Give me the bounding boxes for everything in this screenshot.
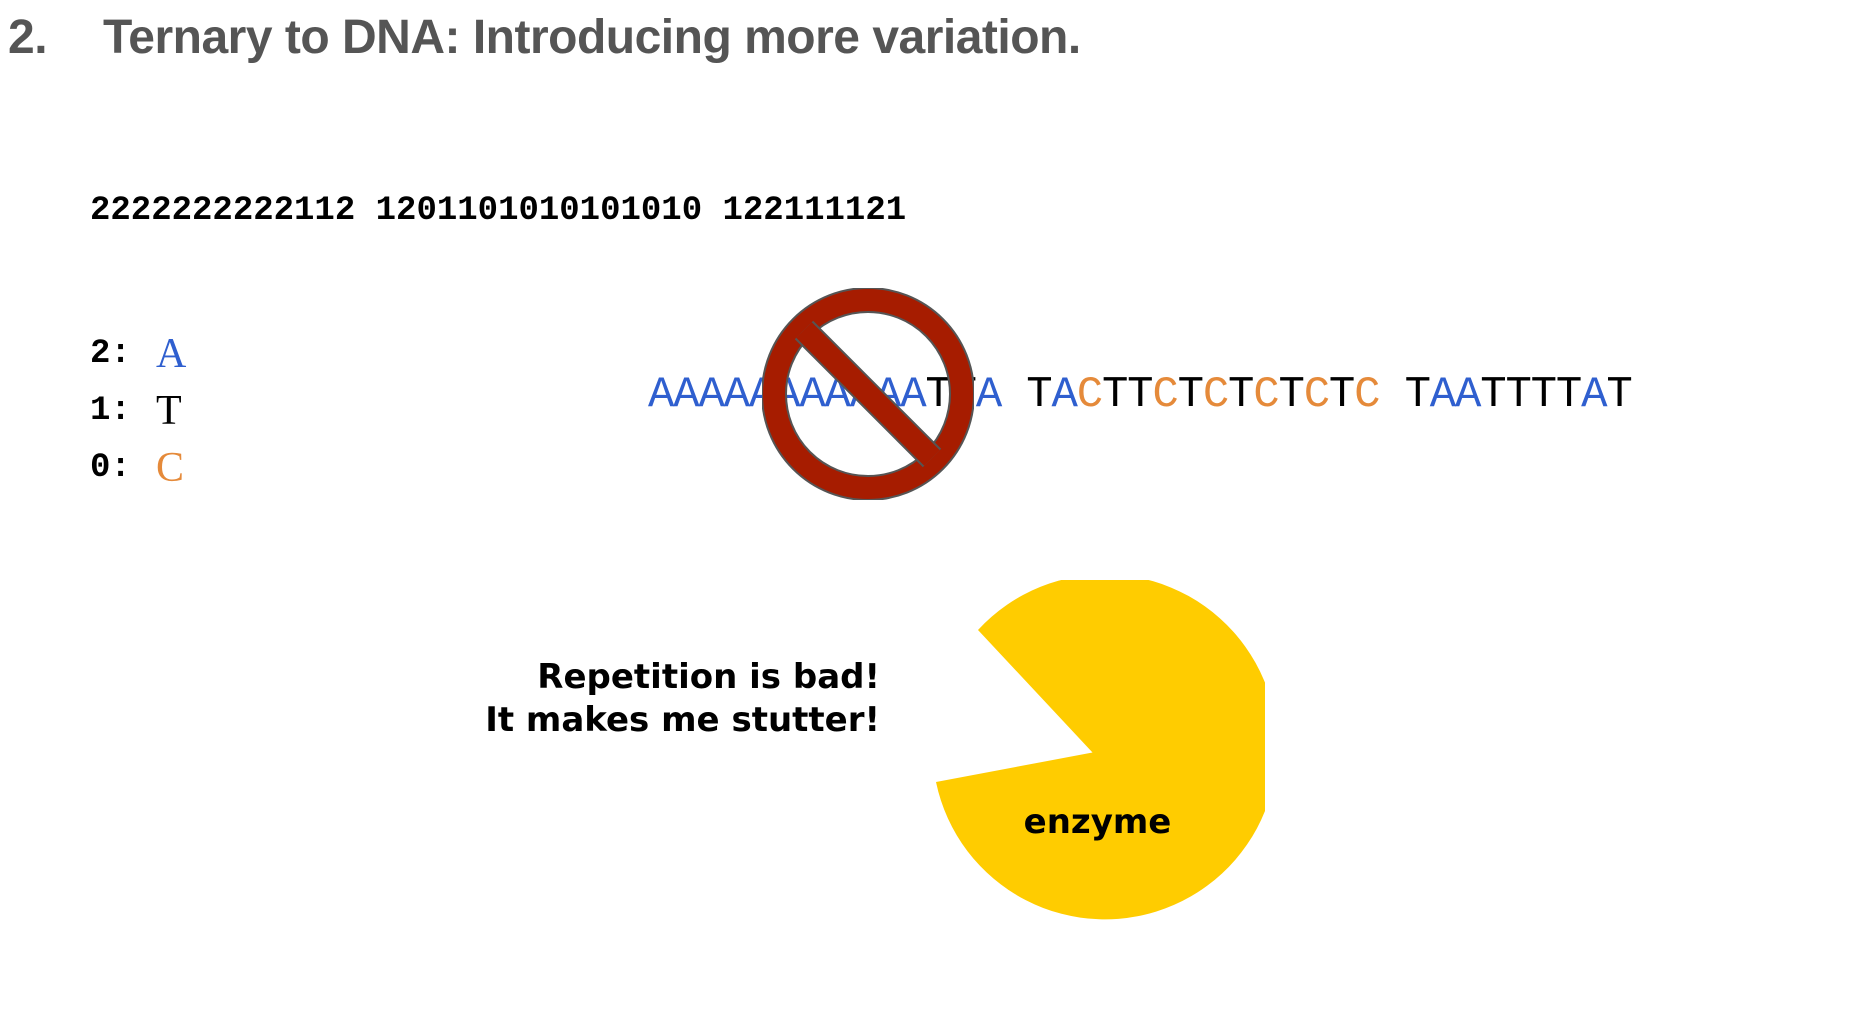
slide-title: 2. Ternary to DNA: Introducing more varia… [8, 10, 1081, 65]
legend-digit: 0: [90, 448, 131, 487]
speech-text: Repetition is bad! It makes me stutter! [440, 656, 880, 742]
dna-base: A [900, 370, 926, 420]
dna-base: T [1127, 370, 1153, 420]
dna-base: A [723, 370, 750, 420]
dna-base: A [1581, 370, 1607, 420]
dna-space [1001, 370, 1026, 420]
prohibition-icon [762, 288, 974, 500]
dna-base: T [1228, 370, 1254, 420]
legend-digit: 2: [90, 334, 131, 373]
dna-base: C [1303, 370, 1330, 420]
legend-digit: 1: [90, 391, 131, 430]
legend-base: C [156, 444, 185, 491]
slide-number: 2. [8, 11, 48, 64]
dna-base: C [1076, 370, 1103, 420]
dna-base: C [1354, 370, 1380, 420]
dna-base: A [975, 370, 1002, 420]
dna-space [1379, 370, 1404, 420]
dna-base: T [1480, 370, 1506, 420]
speech-line: Repetition is bad! [537, 657, 880, 697]
dna-base: A [799, 370, 825, 420]
dna-base: A [1455, 370, 1481, 420]
dna-base: T [1177, 370, 1204, 420]
dna-base: A [698, 370, 724, 420]
dna-base: A [673, 370, 699, 420]
base-legend: 2: A 1: T 0: C [90, 325, 186, 496]
speech-line: It makes me stutter! [485, 700, 880, 740]
legend-row: 2: A [90, 325, 186, 382]
dna-base: T [1404, 370, 1431, 420]
dna-base: A [1051, 370, 1078, 420]
dna-base: T [1328, 370, 1355, 420]
legend-row: 1: T [90, 382, 186, 439]
dna-base: T [1606, 370, 1632, 420]
dna-base: C [1152, 370, 1178, 420]
dna-base: A [648, 370, 674, 420]
enzyme-body [936, 580, 1265, 920]
dna-base: T [1026, 370, 1052, 420]
dna-base: T [1505, 370, 1531, 420]
slide-title-text: Ternary to DNA: Introducing more variati… [103, 11, 1081, 64]
pacman-icon [936, 580, 1265, 920]
dna-base: A [1429, 370, 1456, 420]
legend-base: A [156, 330, 187, 377]
prohibition-ring-fill [763, 289, 973, 499]
enzyme-label: enzyme [1023, 802, 1172, 842]
legend-base: T [156, 387, 182, 434]
dna-base: C [1253, 370, 1279, 420]
dna-base: T [1555, 370, 1582, 420]
prohibition-slash [796, 322, 940, 466]
ternary-code: 2222222222112 1201101010101010 122111121 [90, 192, 907, 230]
legend-row: 0: C [90, 439, 186, 496]
dna-base: T [1530, 370, 1557, 420]
dna-base: T [1278, 370, 1304, 420]
dna-base: T [1101, 370, 1128, 420]
dna-base: C [1202, 370, 1229, 420]
